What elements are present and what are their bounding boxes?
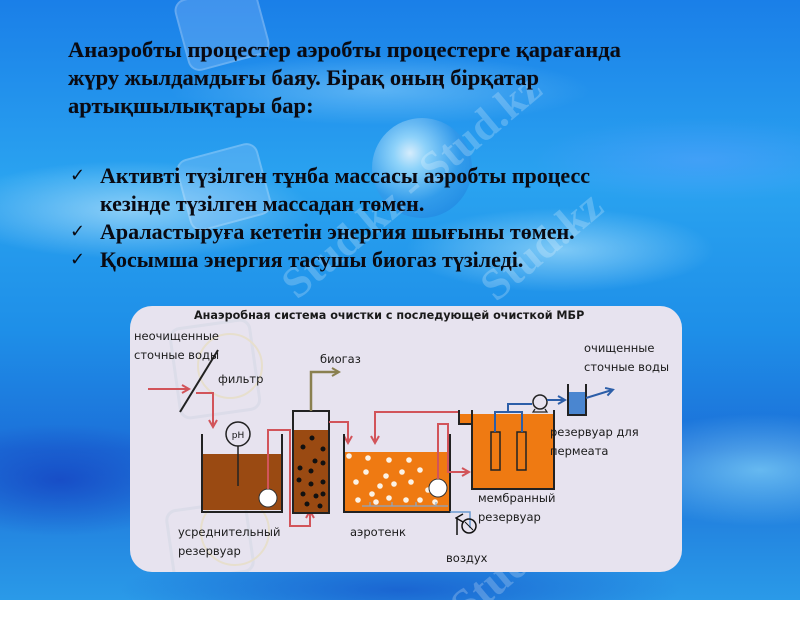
air-blower-icon: [461, 518, 477, 534]
aerotank-label: аэротенк: [350, 525, 406, 539]
air-label: воздух: [446, 551, 488, 565]
equalization-tank-label: усреднительный резервуар: [178, 525, 281, 558]
checkmark-icon: ✓: [70, 221, 86, 242]
permeate-pump-icon: [532, 394, 548, 410]
list-item-line: Араластыруға кететін энергия шығыны төме…: [100, 219, 575, 244]
membrane-tank-liquid: [473, 414, 553, 488]
treatment-diagram: pH: [148, 318, 682, 572]
diagram-title: Анаэробная система очистки с последующей…: [194, 309, 585, 322]
slide-heading: Анаэробты процестер аэробты процестерге …: [68, 36, 768, 120]
pump-icon: [258, 488, 278, 508]
air-line: [450, 511, 471, 528]
membrane-tank: [458, 410, 555, 490]
membrane-tank-label: мембранный резервуар: [478, 491, 556, 524]
heading-line: жүру жылдамдығы баяу. Бірақ оның бірқата…: [68, 65, 539, 90]
pump-icon: [428, 478, 448, 498]
sludge-granules: [296, 435, 326, 509]
svg-text:pH: pH: [232, 431, 244, 441]
list-item: ✓ Қосымша энергия тасушы биогаз түзіледі…: [68, 246, 768, 274]
outlet-label: очищенные сточные воды: [584, 341, 670, 374]
water-drop-image: [372, 118, 472, 218]
biogas-label: биогаз: [320, 352, 361, 366]
advantages-list: ✓ Активті түзілген тұнба массасы аэробты…: [68, 162, 768, 274]
permeate-tank-label: резервуар для пермеата: [550, 425, 639, 458]
checkmark-icon: ✓: [70, 165, 86, 186]
permeate-tank: [567, 384, 587, 416]
list-item: ✓ Активті түзілген тұнба массасы аэробты…: [68, 162, 768, 218]
treatment-diagram-panel: pH: [130, 306, 682, 572]
list-item-line: Активті түзілген тұнба массасы аэробты п…: [100, 163, 590, 188]
permeate-tank-liquid: [569, 392, 585, 414]
heading-line: Анаэробты процестер аэробты процестерге …: [68, 37, 621, 62]
equalization-tank: [201, 434, 283, 513]
list-item-line: Қосымша энергия тасушы биогаз түзіледі.: [100, 247, 524, 272]
aerator-diffuser: [362, 502, 448, 507]
filter-label: фильтр: [218, 372, 264, 386]
list-item: ✓ Араластыруға кететін энергия шығыны тө…: [68, 218, 768, 246]
biogas-arrow: [309, 372, 338, 411]
filter-icon: [179, 349, 219, 413]
checkmark-icon: ✓: [70, 249, 86, 270]
inlet-label: неочищенные сточные воды: [134, 329, 220, 362]
heading-line: артықшылықтары бар:: [68, 93, 314, 118]
list-item-line: кезінде түзілген массадан төмен.: [100, 191, 425, 216]
outlet-arrow: [585, 390, 612, 399]
